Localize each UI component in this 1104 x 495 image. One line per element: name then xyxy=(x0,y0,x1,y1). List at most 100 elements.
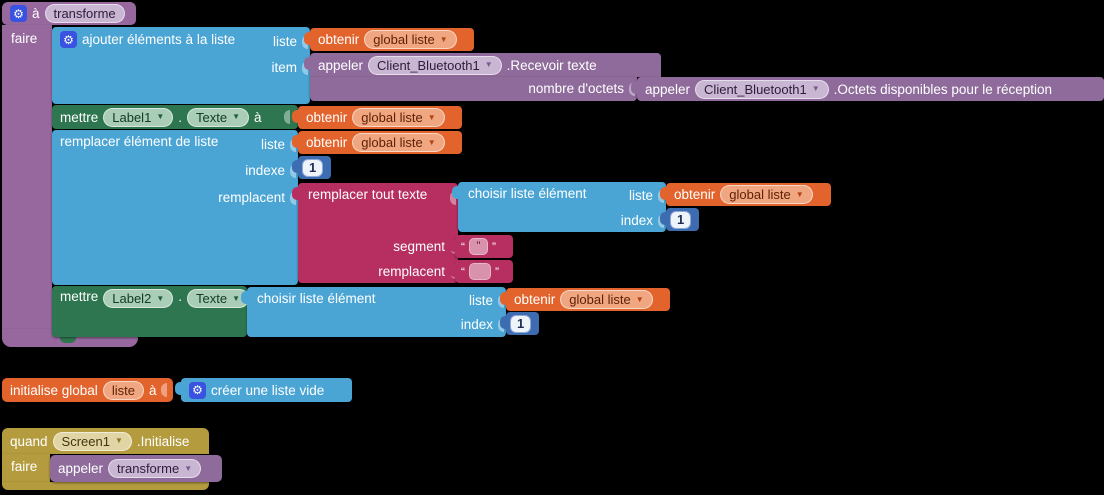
text-block-segment[interactable]: “ " ” xyxy=(449,235,513,258)
get-global-liste-block-5[interactable]: obtenir global liste▼ xyxy=(500,288,670,311)
event-name: .Initialise xyxy=(136,433,190,449)
value-plug xyxy=(500,316,508,329)
value-socket xyxy=(284,110,290,124)
get-label: obtenir xyxy=(514,292,556,307)
replace-item-title: remplacer élément de liste xyxy=(60,134,219,149)
procedure-dropdown[interactable]: transforme ▼ xyxy=(108,459,202,478)
get-global-liste-block-3[interactable]: obtenir global liste▼ xyxy=(292,131,462,154)
dropdown-icon: ▼ xyxy=(114,436,123,445)
replace-all-title: remplacer tout texte xyxy=(308,187,428,202)
socket-index-label: index xyxy=(620,213,653,228)
dropdown-icon: ▼ xyxy=(795,189,804,199)
variable-dropdown[interactable]: global liste▼ xyxy=(364,30,457,49)
call-procedure-block[interactable]: appeler transforme ▼ xyxy=(50,455,222,482)
component-dropdown[interactable]: Client_Bluetooth1▼ xyxy=(368,55,502,75)
set-label: mettre xyxy=(60,109,99,125)
number-field[interactable]: 1 xyxy=(510,314,532,333)
get-global-liste-block-4[interactable]: obtenir global liste▼ xyxy=(660,183,831,206)
replace-list-item-block[interactable]: remplacer élément de liste liste indexe … xyxy=(52,130,298,285)
call-receive-text-block-row2[interactable]: nombre d'octets xyxy=(310,77,637,101)
create-empty-list-block[interactable]: ⚙ créer une liste vide xyxy=(175,378,352,402)
get-global-liste-block-1[interactable]: obtenir global liste▼ xyxy=(304,28,474,51)
number-block-1a[interactable]: 1 xyxy=(292,156,331,179)
call-label: appeler xyxy=(645,81,691,97)
socket-liste-label: liste xyxy=(260,137,285,152)
call-label: appeler xyxy=(318,57,364,73)
procedure-definition-header[interactable]: ⚙ à transforme xyxy=(2,2,136,25)
mutator-gear-icon[interactable]: ⚙ xyxy=(189,381,206,399)
select-list-item-block-2[interactable]: choisir liste élément liste index xyxy=(241,287,506,337)
event-bottom-bar[interactable] xyxy=(2,482,209,490)
when-screen1-initialise-block[interactable]: quand Screen1▼ .Initialise xyxy=(2,428,209,454)
property-dropdown[interactable]: Texte▼ xyxy=(187,289,249,308)
component-dropdown[interactable]: Screen1▼ xyxy=(52,431,132,451)
value-plug xyxy=(500,292,508,305)
value-plug xyxy=(449,264,457,277)
component-dropdown[interactable]: Label2▼ xyxy=(103,289,174,308)
set-label2-texte-block[interactable]: mettre Label2▼ . Texte▼ à xyxy=(52,286,262,337)
socket-liste-label: liste xyxy=(272,34,297,49)
variable-name: global liste xyxy=(373,32,435,47)
value-plug xyxy=(292,187,300,200)
socket-index-label: index xyxy=(460,317,493,332)
variable-dropdown[interactable]: global liste▼ xyxy=(560,290,653,309)
procedure-do-label: faire xyxy=(11,31,38,46)
add-items-to-list-block[interactable]: ⚙ ajouter éléments à la liste liste item xyxy=(52,27,310,104)
open-quote: “ xyxy=(461,264,465,279)
property-dropdown[interactable]: Texte▼ xyxy=(187,107,249,127)
call-bytes-available-block[interactable]: appeler Client_Bluetooth1▼ .Octets dispo… xyxy=(631,77,1104,101)
number-block-1c[interactable]: 1 xyxy=(500,312,539,335)
variable-name: global liste xyxy=(729,187,791,202)
create-list-label: créer une liste vide xyxy=(211,382,325,398)
value-plug xyxy=(660,187,668,200)
call-label: appeler xyxy=(58,461,104,476)
mutator-gear-icon[interactable]: ⚙ xyxy=(60,31,77,48)
init-global-label: initialise global xyxy=(10,382,98,398)
dropdown-icon: ▼ xyxy=(184,463,193,473)
replace-all-text-block[interactable]: remplacer tout texte segment remplacent xyxy=(292,183,458,283)
variable-dropdown[interactable]: global liste ▼ xyxy=(720,185,813,204)
procedure-name: transforme xyxy=(117,461,180,476)
text-field[interactable] xyxy=(469,263,491,280)
component-dropdown[interactable]: Client_Bluetooth1▼ xyxy=(695,79,829,99)
set-label1-texte-block[interactable]: mettre Label1▼ . Texte▼ à xyxy=(52,105,298,129)
socket-liste-label: liste xyxy=(468,293,493,308)
select-list-item-block-1[interactable]: choisir liste élément liste index xyxy=(452,182,666,232)
get-label: obtenir xyxy=(306,110,348,125)
statement-next-bump xyxy=(60,337,76,343)
event-body-spine[interactable]: faire xyxy=(2,454,50,482)
when-label: quand xyxy=(10,433,48,449)
initialize-global-block[interactable]: initialise global liste à xyxy=(2,378,173,402)
dropdown-icon: ▼ xyxy=(156,112,165,121)
value-plug xyxy=(449,239,457,252)
variable-dropdown[interactable]: global liste▼ xyxy=(352,133,445,152)
property-name: Texte xyxy=(196,291,228,306)
dot-separator: . xyxy=(178,109,182,125)
number-field[interactable]: 1 xyxy=(670,210,692,229)
call-receive-text-block[interactable]: appeler Client_Bluetooth1▼ .Recevoir tex… xyxy=(304,53,661,77)
text-field[interactable]: " xyxy=(469,238,488,255)
dot-separator: . xyxy=(178,289,182,304)
variable-name-field[interactable]: liste xyxy=(102,380,144,400)
dropdown-icon: ▼ xyxy=(484,60,493,69)
value-plug xyxy=(631,81,639,94)
mutator-gear-icon[interactable]: ⚙ xyxy=(10,5,27,22)
value-plug xyxy=(292,110,300,123)
number-block-1b[interactable]: 1 xyxy=(660,208,699,231)
value-plug xyxy=(292,160,300,173)
event-do-label: faire xyxy=(11,459,38,474)
get-label: obtenir xyxy=(318,32,360,47)
procedure-body-spine[interactable]: faire xyxy=(2,25,52,338)
text-block-replacement[interactable]: “ ” xyxy=(449,260,513,283)
get-global-liste-block-2[interactable]: obtenir global liste▼ xyxy=(292,106,462,129)
component-name: Client_Bluetooth1 xyxy=(704,81,807,97)
component-dropdown[interactable]: Label1▼ xyxy=(103,107,174,127)
procedure-name-field[interactable]: transforme xyxy=(44,4,125,23)
value-plug xyxy=(452,186,460,199)
variable-dropdown[interactable]: global liste▼ xyxy=(352,108,445,127)
number-field[interactable]: 1 xyxy=(302,158,324,177)
property-name: Texte xyxy=(196,109,228,125)
value-plug xyxy=(304,57,312,70)
close-quote: ” xyxy=(492,239,496,254)
